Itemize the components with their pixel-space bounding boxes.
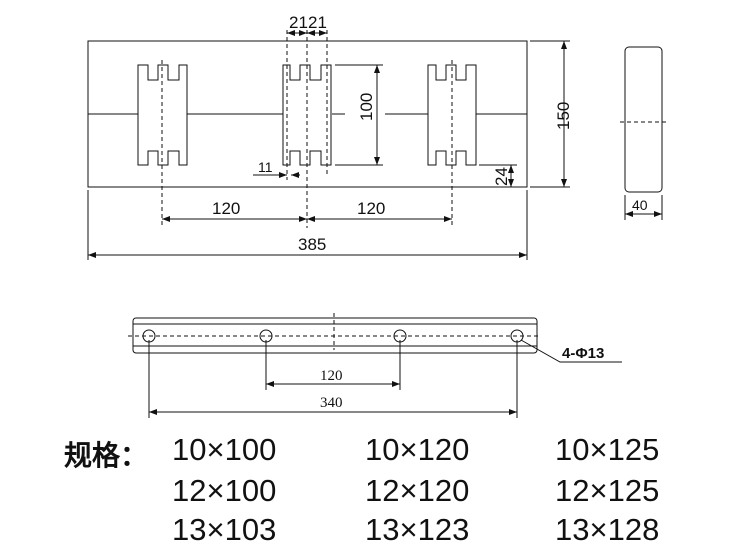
spec-item: 13×128 — [555, 512, 660, 547]
spec-item: 12×120 — [365, 473, 470, 508]
spec-item: 13×123 — [365, 512, 470, 547]
dim-21-left: 21 — [289, 13, 308, 32]
dim-100: 100 — [357, 93, 376, 121]
dim-120-holes: 120 — [320, 368, 343, 384]
spec-label: 规格： — [64, 440, 149, 471]
insulator-block-center — [282, 30, 332, 228]
dim-120-right: 120 — [357, 199, 385, 218]
dim-120-left: 120 — [212, 199, 240, 218]
spec-item: 10×100 — [172, 432, 277, 467]
dim-340: 340 — [320, 395, 343, 411]
insulator-block-right — [427, 60, 477, 228]
spec-item: 10×120 — [365, 432, 470, 467]
dim-150: 150 — [554, 102, 573, 130]
insulator-block-left — [137, 60, 188, 228]
dim-385: 385 — [298, 235, 326, 254]
dim-21-right: 21 — [308, 13, 327, 32]
spec-item: 12×125 — [555, 473, 660, 508]
bottom-view: 4-Φ13 120 340 — [128, 313, 622, 418]
side-view: 40 — [620, 46, 667, 220]
hole-callout: 4-Φ13 — [562, 345, 604, 362]
side-outline — [624, 46, 663, 193]
dim-40: 40 — [632, 197, 648, 213]
dim-24: 24 — [492, 167, 511, 186]
top-view: 21 21 100 150 24 11 120 120 385 — [87, 13, 573, 260]
dim-11: 11 — [258, 159, 273, 175]
spec-item: 10×125 — [555, 432, 660, 467]
spec-item: 13×103 — [172, 512, 277, 547]
spec-item: 12×100 — [172, 473, 277, 508]
